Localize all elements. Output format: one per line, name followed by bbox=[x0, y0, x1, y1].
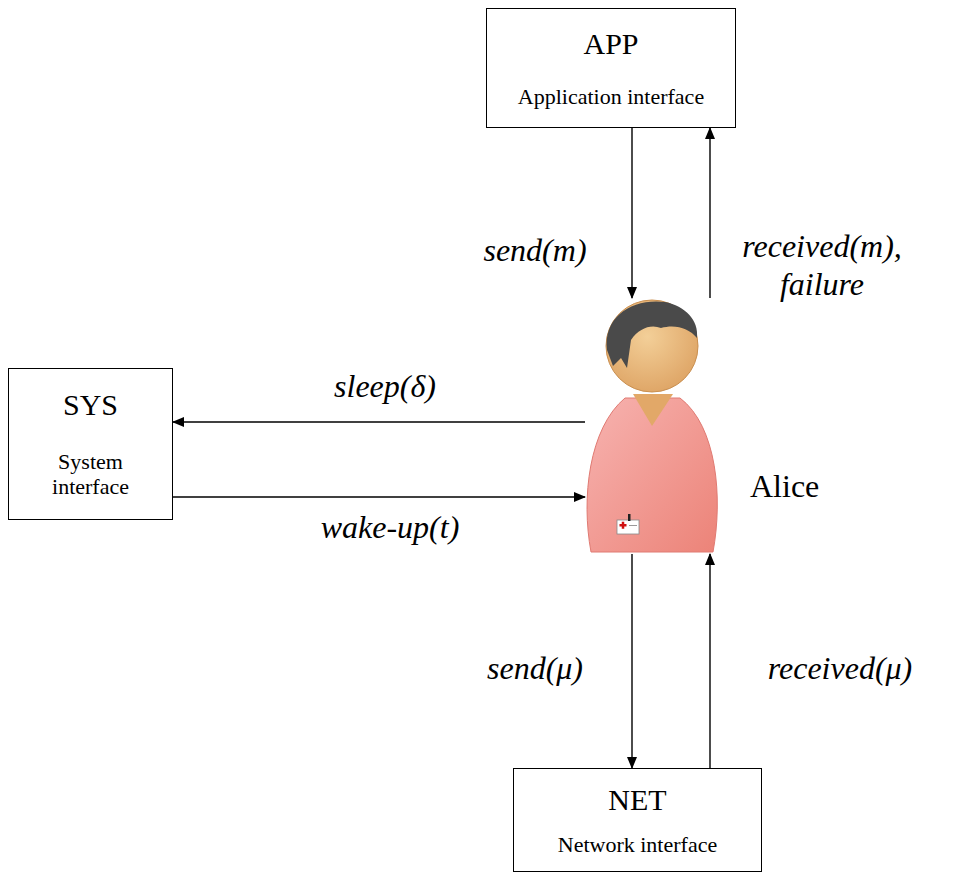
edge-label: send(m) bbox=[483, 231, 586, 269]
box-subtitle: Application interface bbox=[518, 84, 704, 109]
box-title: SYS bbox=[63, 388, 118, 423]
edge-label: sleep(δ) bbox=[334, 367, 436, 405]
edge-label: send(μ) bbox=[487, 649, 583, 687]
edge-label: received(m), failure bbox=[722, 227, 922, 304]
box-title: APP bbox=[583, 27, 638, 62]
badge-line bbox=[629, 525, 637, 526]
box-subtitle: System interface bbox=[17, 449, 164, 500]
box-subtitle: Network interface bbox=[558, 832, 717, 857]
interface-box: SYS System interface bbox=[8, 368, 173, 520]
interface-box: APP Application interface bbox=[486, 8, 736, 128]
arrow-connector bbox=[173, 496, 585, 497]
neck-shape bbox=[633, 394, 673, 426]
arrow-connector bbox=[709, 554, 710, 768]
person-illustration bbox=[585, 298, 720, 554]
arrow-connector bbox=[631, 128, 632, 298]
edge-label: received(μ) bbox=[768, 649, 913, 687]
badge-clip bbox=[628, 514, 631, 521]
interface-box: NET Network interface bbox=[513, 768, 762, 872]
arrow-connector bbox=[709, 128, 710, 298]
edge-label: wake-up(t) bbox=[321, 508, 460, 546]
person-name: Alice bbox=[750, 468, 819, 505]
box-title: NET bbox=[608, 783, 666, 818]
badge bbox=[617, 520, 639, 534]
arrow-connector bbox=[173, 421, 585, 422]
arrow-connector bbox=[631, 554, 632, 768]
person-node: Alice bbox=[585, 298, 720, 554]
head-shape bbox=[606, 300, 698, 392]
badge-cross bbox=[622, 522, 625, 529]
hair-shape bbox=[607, 301, 698, 368]
